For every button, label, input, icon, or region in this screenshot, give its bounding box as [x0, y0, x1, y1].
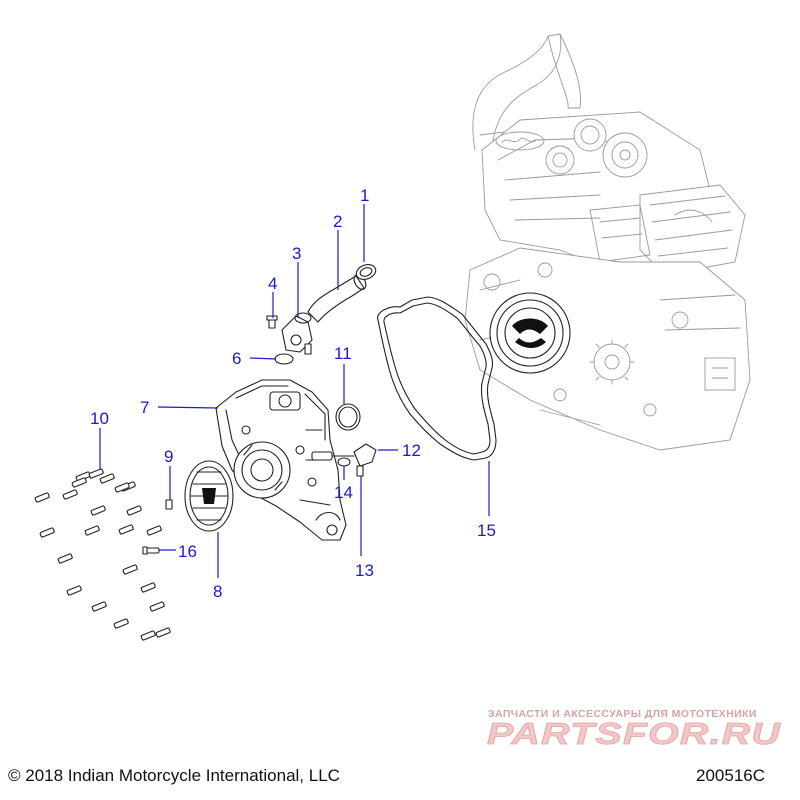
watermark-brand: PARTSFOR.RU: [487, 716, 782, 751]
watermark: ЗАПЧАСТИ И АКСЕССУАРЫ ДЛЯ МОТОТЕХНИКИ PA…: [487, 708, 782, 751]
callout-14: 14: [334, 483, 353, 502]
engine-cover: [215, 379, 347, 541]
callout-10: 10: [90, 409, 109, 428]
callout-8: 8: [213, 582, 222, 601]
callout-2: 2: [333, 212, 342, 231]
callout-4: 4: [268, 274, 277, 293]
cover-bolt: [142, 546, 160, 555]
cover-plate: [184, 460, 234, 532]
o-ring: [274, 353, 294, 365]
fitting-bolt: [266, 315, 278, 329]
callout-13: 13: [355, 561, 374, 580]
cover-bolt-set: [34, 468, 171, 641]
callout-6: 6: [232, 349, 241, 368]
callout-11: 11: [334, 344, 352, 363]
drawing-code: 200516C: [696, 766, 765, 785]
engine-assembly: [464, 33, 751, 451]
callout-3: 3: [292, 244, 301, 263]
callout-12: 12: [402, 441, 421, 460]
callout-7: 7: [140, 398, 149, 417]
leader-lines: [99, 204, 490, 578]
cover-gasket: [377, 296, 497, 461]
callout-9: 9: [164, 447, 173, 466]
temperature-sensor: [311, 443, 377, 467]
sensor-screw: [356, 465, 364, 477]
coolant-outlet-fitting: [281, 312, 313, 353]
plate-screw: [165, 499, 173, 510]
copyright-notice: © 2018 Indian Motorcycle International, …: [8, 766, 340, 785]
seal-ring: [335, 403, 361, 431]
callout-16: 16: [178, 542, 197, 561]
watermark-tagline: ЗАПЧАСТИ И АКСЕССУАРЫ ДЛЯ МОТОТЕХНИКИ: [488, 708, 757, 720]
sensor-washer: [337, 457, 351, 467]
callout-15: 15: [477, 521, 496, 540]
callout-1: 1: [360, 186, 369, 205]
callout-numbers: 1 2 3 4 6 7 8 9 10 11 12 13 14 15 16: [90, 186, 496, 601]
